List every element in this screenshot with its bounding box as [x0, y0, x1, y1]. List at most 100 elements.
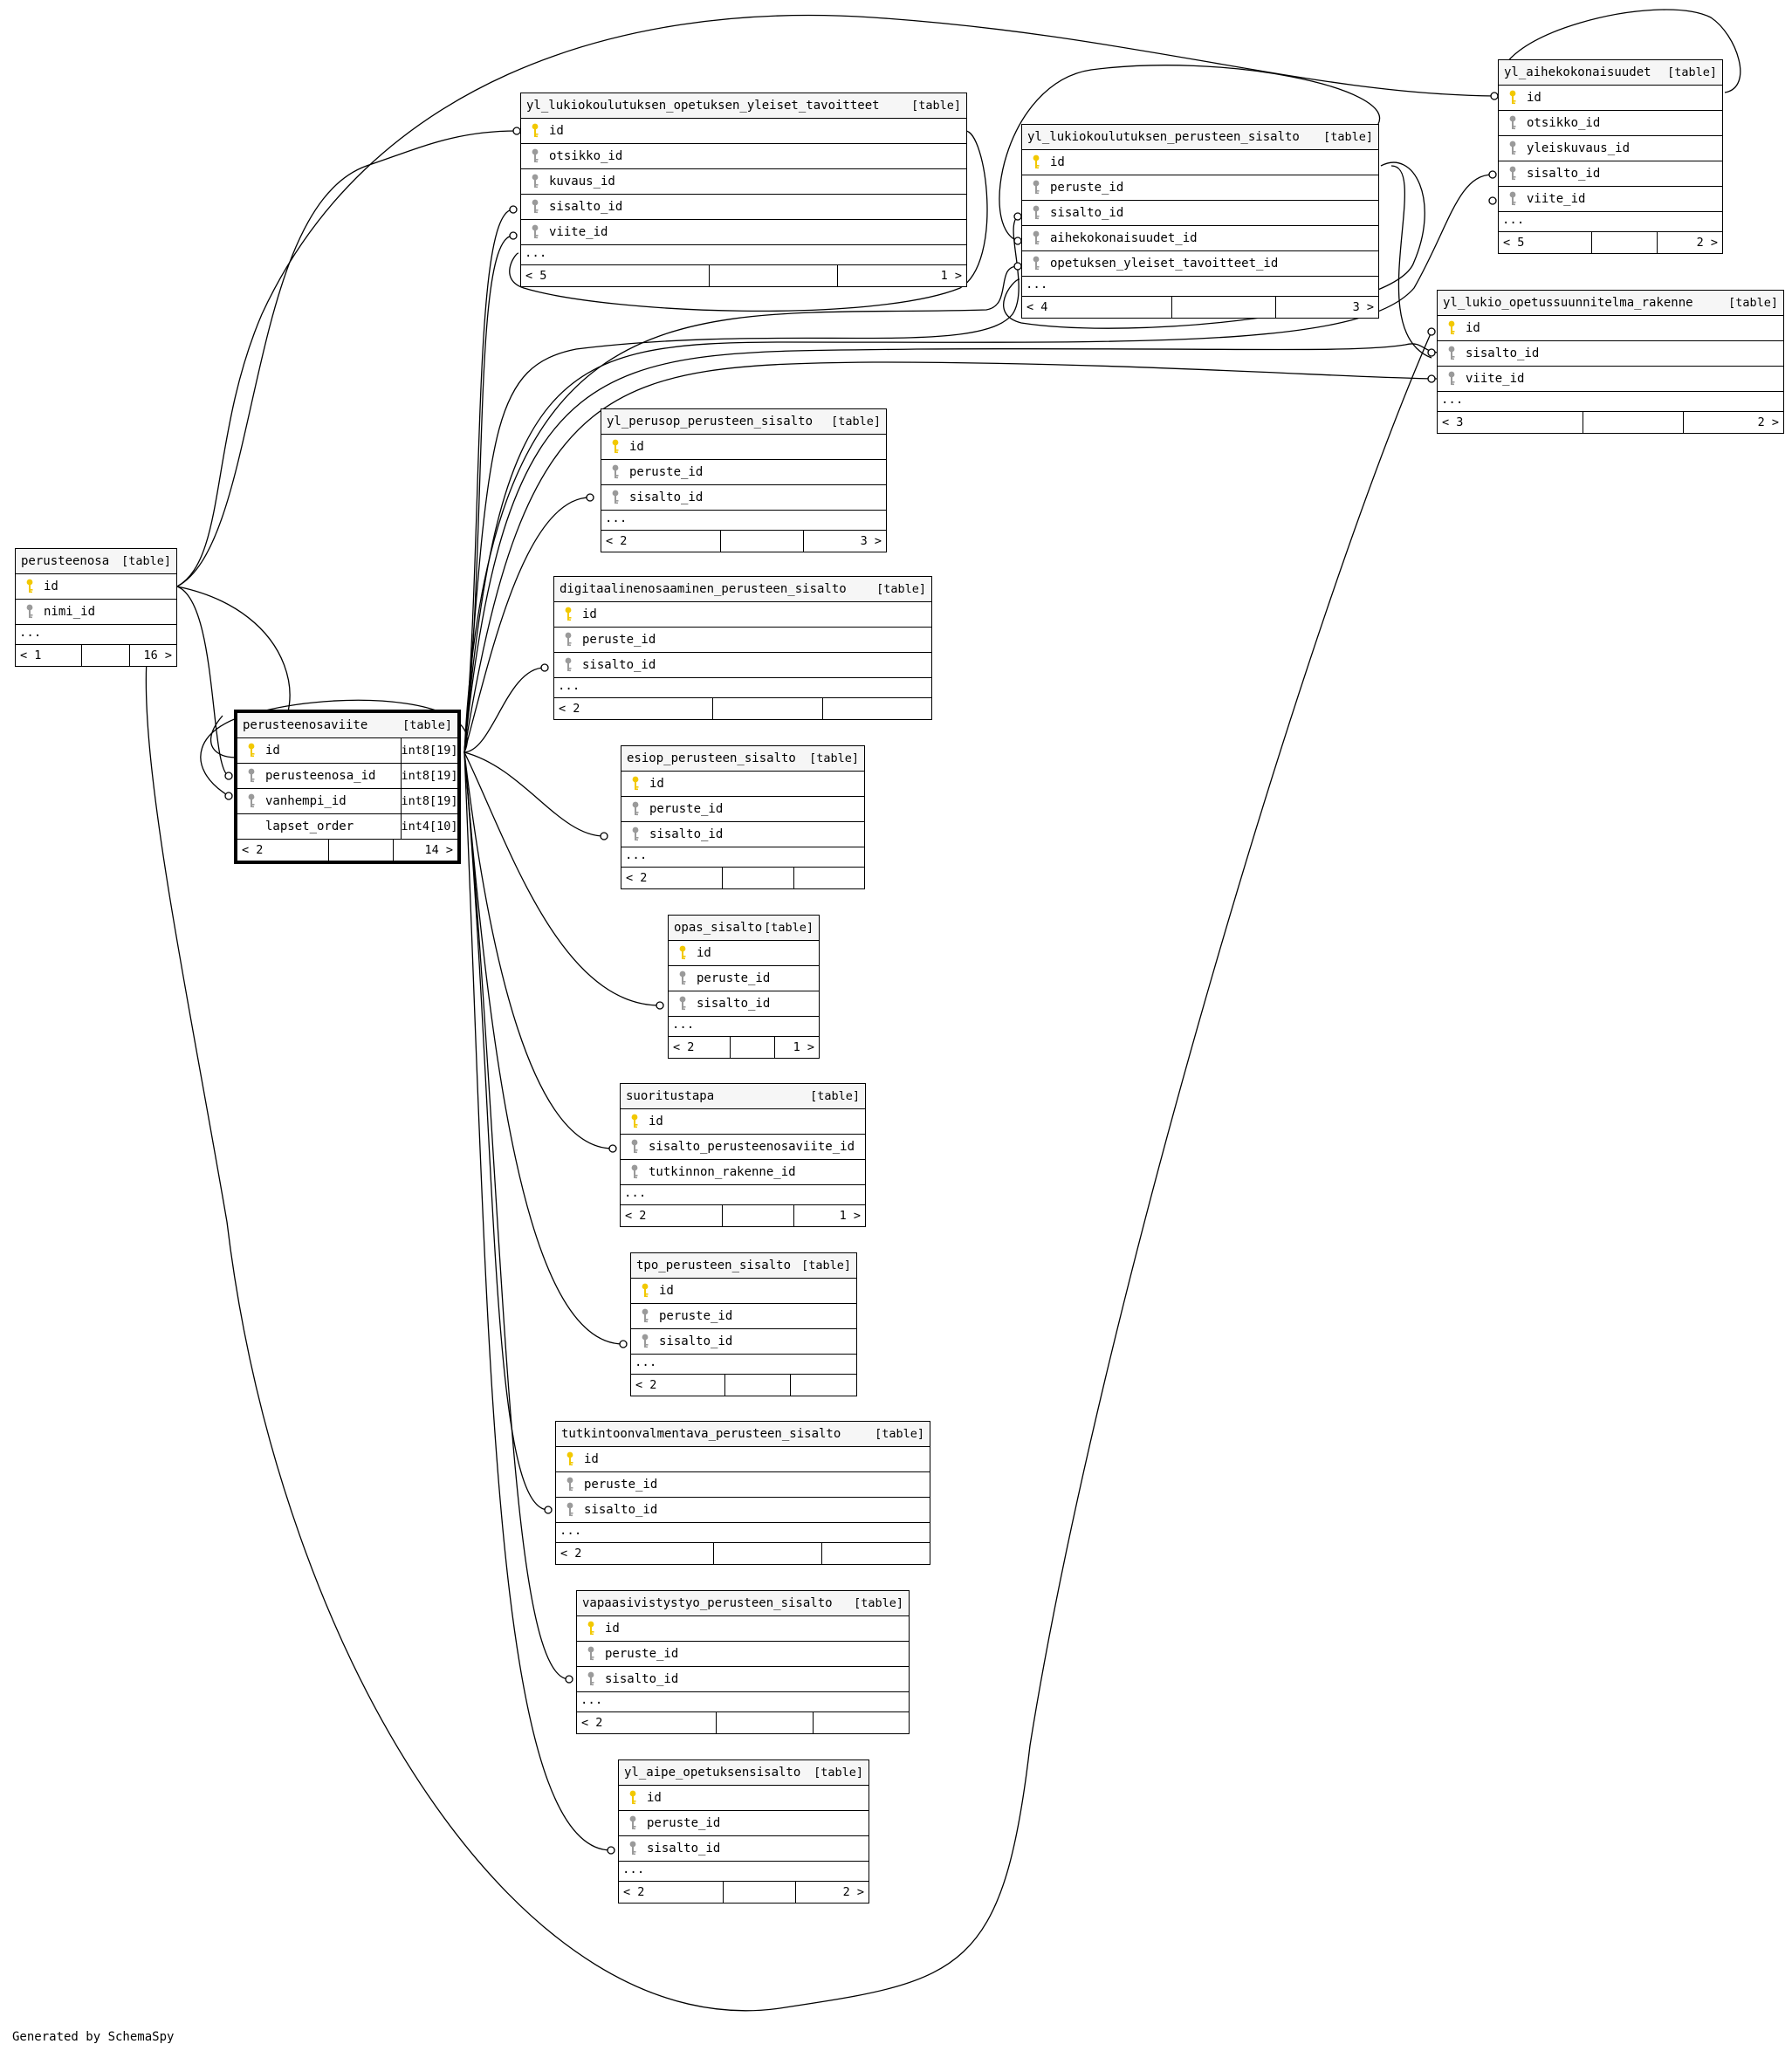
table-header[interactable]: perusteenosa[table] [16, 549, 176, 574]
children-count[interactable]: 1 > [940, 269, 963, 283]
column-row[interactable]: id [1499, 86, 1722, 111]
table-tutkintoonvalmentava-perusteen-sisalto[interactable]: tutkintoonvalmentava_perusteen_sisalto[t… [555, 1421, 930, 1565]
parents-count[interactable]: < 2 [626, 871, 648, 885]
parents-count[interactable]: < 2 [623, 1885, 645, 1899]
column-row[interactable]: aihekokonaisuudet_id [1022, 226, 1378, 251]
column-row[interactable]: sisalto_id [556, 1498, 930, 1523]
column-row[interactable]: opetuksen_yleiset_tavoitteet_id [1022, 251, 1378, 277]
children-count[interactable]: 1 > [793, 1040, 814, 1054]
children-count[interactable]: 14 > [424, 843, 453, 857]
parents-count[interactable]: < 2 [559, 702, 580, 716]
column-row[interactable]: sisalto_id [521, 195, 966, 220]
parents-count[interactable]: < 4 [1026, 300, 1048, 314]
table-yl-lukiokoulutuksen-perusteen-sisalto[interactable]: yl_lukiokoulutuksen_perusteen_sisalto[ta… [1021, 124, 1379, 319]
column-row[interactable]: id [631, 1279, 856, 1304]
children-count[interactable]: 3 > [860, 534, 882, 548]
column-row[interactable]: peruste_id [556, 1472, 930, 1498]
column-row[interactable]: sisalto_id [601, 485, 886, 511]
children-count[interactable]: 3 > [1352, 300, 1374, 314]
table-header[interactable]: yl_lukiokoulutuksen_opetuksen_yleiset_ta… [521, 93, 966, 119]
table-header[interactable]: yl_aipe_opetuksensisalto[table] [619, 1760, 869, 1786]
column-row[interactable]: peruste_id [554, 628, 931, 653]
children-count[interactable]: 2 > [842, 1885, 865, 1899]
children-count[interactable] [791, 1375, 856, 1396]
parents-count[interactable]: < 2 [242, 843, 264, 857]
column-row[interactable]: viite_id [1499, 187, 1722, 212]
children-count[interactable] [814, 1712, 909, 1733]
parents-count[interactable]: < 2 [581, 1716, 603, 1730]
column-row[interactable]: otsikko_id [1499, 111, 1722, 136]
column-row[interactable]: id [601, 435, 886, 460]
table-header[interactable]: tutkintoonvalmentava_perusteen_sisalto[t… [556, 1422, 930, 1447]
column-row[interactable]: id [1438, 316, 1783, 341]
parents-count[interactable]: < 2 [606, 534, 628, 548]
parents-count[interactable]: < 3 [1442, 415, 1464, 429]
column-row[interactable]: id [16, 574, 176, 600]
column-row[interactable]: peruste_id [621, 797, 864, 822]
column-row[interactable]: yleiskuvaus_id [1499, 136, 1722, 161]
table-header[interactable]: yl_perusop_perusteen_sisalto[table] [601, 409, 886, 435]
column-row[interactable]: id [556, 1447, 930, 1472]
column-row[interactable]: peruste_id [669, 966, 819, 991]
column-row[interactable]: id [621, 772, 864, 797]
parents-count[interactable]: < 2 [635, 1378, 657, 1392]
column-row[interactable]: sisalto_id [1499, 161, 1722, 187]
column-row[interactable]: id [554, 602, 931, 628]
table-header[interactable]: yl_aihekokonaisuudet[table] [1499, 60, 1722, 86]
column-row[interactable]: otsikko_id [521, 144, 966, 169]
column-row[interactable]: kuvaus_id [521, 169, 966, 195]
parents-count[interactable]: < 5 [525, 269, 547, 283]
column-row[interactable]: sisalto_id [669, 991, 819, 1017]
column-row[interactable]: viite_id [1438, 367, 1783, 392]
column-row[interactable]: sisalto_id [577, 1667, 909, 1692]
column-row[interactable]: id [619, 1786, 869, 1811]
children-count[interactable]: 1 > [839, 1209, 861, 1223]
table-header[interactable]: yl_lukiokoulutuksen_perusteen_sisalto[ta… [1022, 125, 1378, 150]
table-header[interactable]: opas_sisalto[table] [669, 916, 819, 941]
column-row[interactable]: id [521, 119, 966, 144]
parents-count[interactable]: < 5 [1503, 236, 1525, 250]
column-row[interactable]: id [577, 1616, 909, 1642]
column-row[interactable]: sisalto_id [631, 1329, 856, 1355]
column-row[interactable]: sisalto_perusteenosaviite_id [621, 1135, 865, 1160]
column-row[interactable]: id [621, 1109, 865, 1135]
parents-count[interactable]: < 2 [560, 1547, 582, 1561]
table-vapaasivistystyo-perusteen-sisalto[interactable]: vapaasivistystyo_perusteen_sisalto[table… [576, 1590, 910, 1734]
column-row[interactable]: viite_id [521, 220, 966, 245]
parents-count[interactable]: < 2 [625, 1209, 647, 1223]
column-row[interactable]: tutkinnon_rakenne_id [621, 1160, 865, 1185]
table-header[interactable]: perusteenosaviite[table] [237, 713, 457, 738]
column-row[interactable]: id [669, 941, 819, 966]
parents-count[interactable]: < 1 [20, 648, 42, 662]
table-digitaalinenosaaminen-perusteen-sisalto[interactable]: digitaalinenosaaminen_perusteen_sisalto[… [553, 576, 932, 720]
column-row[interactable]: sisalto_id [1022, 201, 1378, 226]
children-count[interactable] [822, 1543, 930, 1564]
table-header[interactable]: suoritustapa[table] [621, 1084, 865, 1109]
column-row[interactable]: id [1022, 150, 1378, 175]
table-header[interactable]: esiop_perusteen_sisalto[table] [621, 746, 864, 772]
children-count[interactable] [794, 868, 864, 888]
column-row[interactable]: peruste_id [619, 1811, 869, 1836]
parents-count[interactable]: < 2 [673, 1040, 695, 1054]
children-count[interactable]: 2 > [1696, 236, 1718, 250]
column-row[interactable]: sisalto_id [621, 822, 864, 847]
table-header[interactable]: vapaasivistystyo_perusteen_sisalto[table… [577, 1591, 909, 1616]
column-row[interactable]: nimi_id [16, 600, 176, 625]
children-count[interactable]: 2 > [1757, 415, 1779, 429]
table-yl-lukiokoulutuksen-opetuksen-yleiset-tavoitteet[interactable]: yl_lukiokoulutuksen_opetuksen_yleiset_ta… [520, 93, 967, 287]
column-row[interactable]: peruste_id [601, 460, 886, 485]
column-row[interactable]: peruste_id [577, 1642, 909, 1667]
column-row[interactable]: peruste_id [631, 1304, 856, 1329]
column-row[interactable]: sisalto_id [1438, 341, 1783, 367]
column-row[interactable]: sisalto_id [554, 653, 931, 678]
table-header[interactable]: tpo_perusteen_sisalto[table] [631, 1253, 856, 1279]
